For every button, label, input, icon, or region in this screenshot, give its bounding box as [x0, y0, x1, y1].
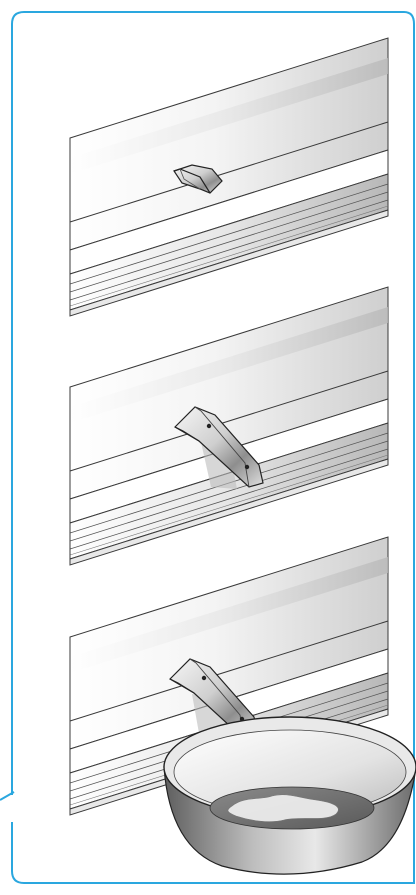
frame-callout-line — [0, 792, 14, 800]
panel-lever-open — [70, 287, 388, 565]
panel-lever-closed — [70, 38, 388, 316]
collection-bowl — [164, 717, 416, 874]
